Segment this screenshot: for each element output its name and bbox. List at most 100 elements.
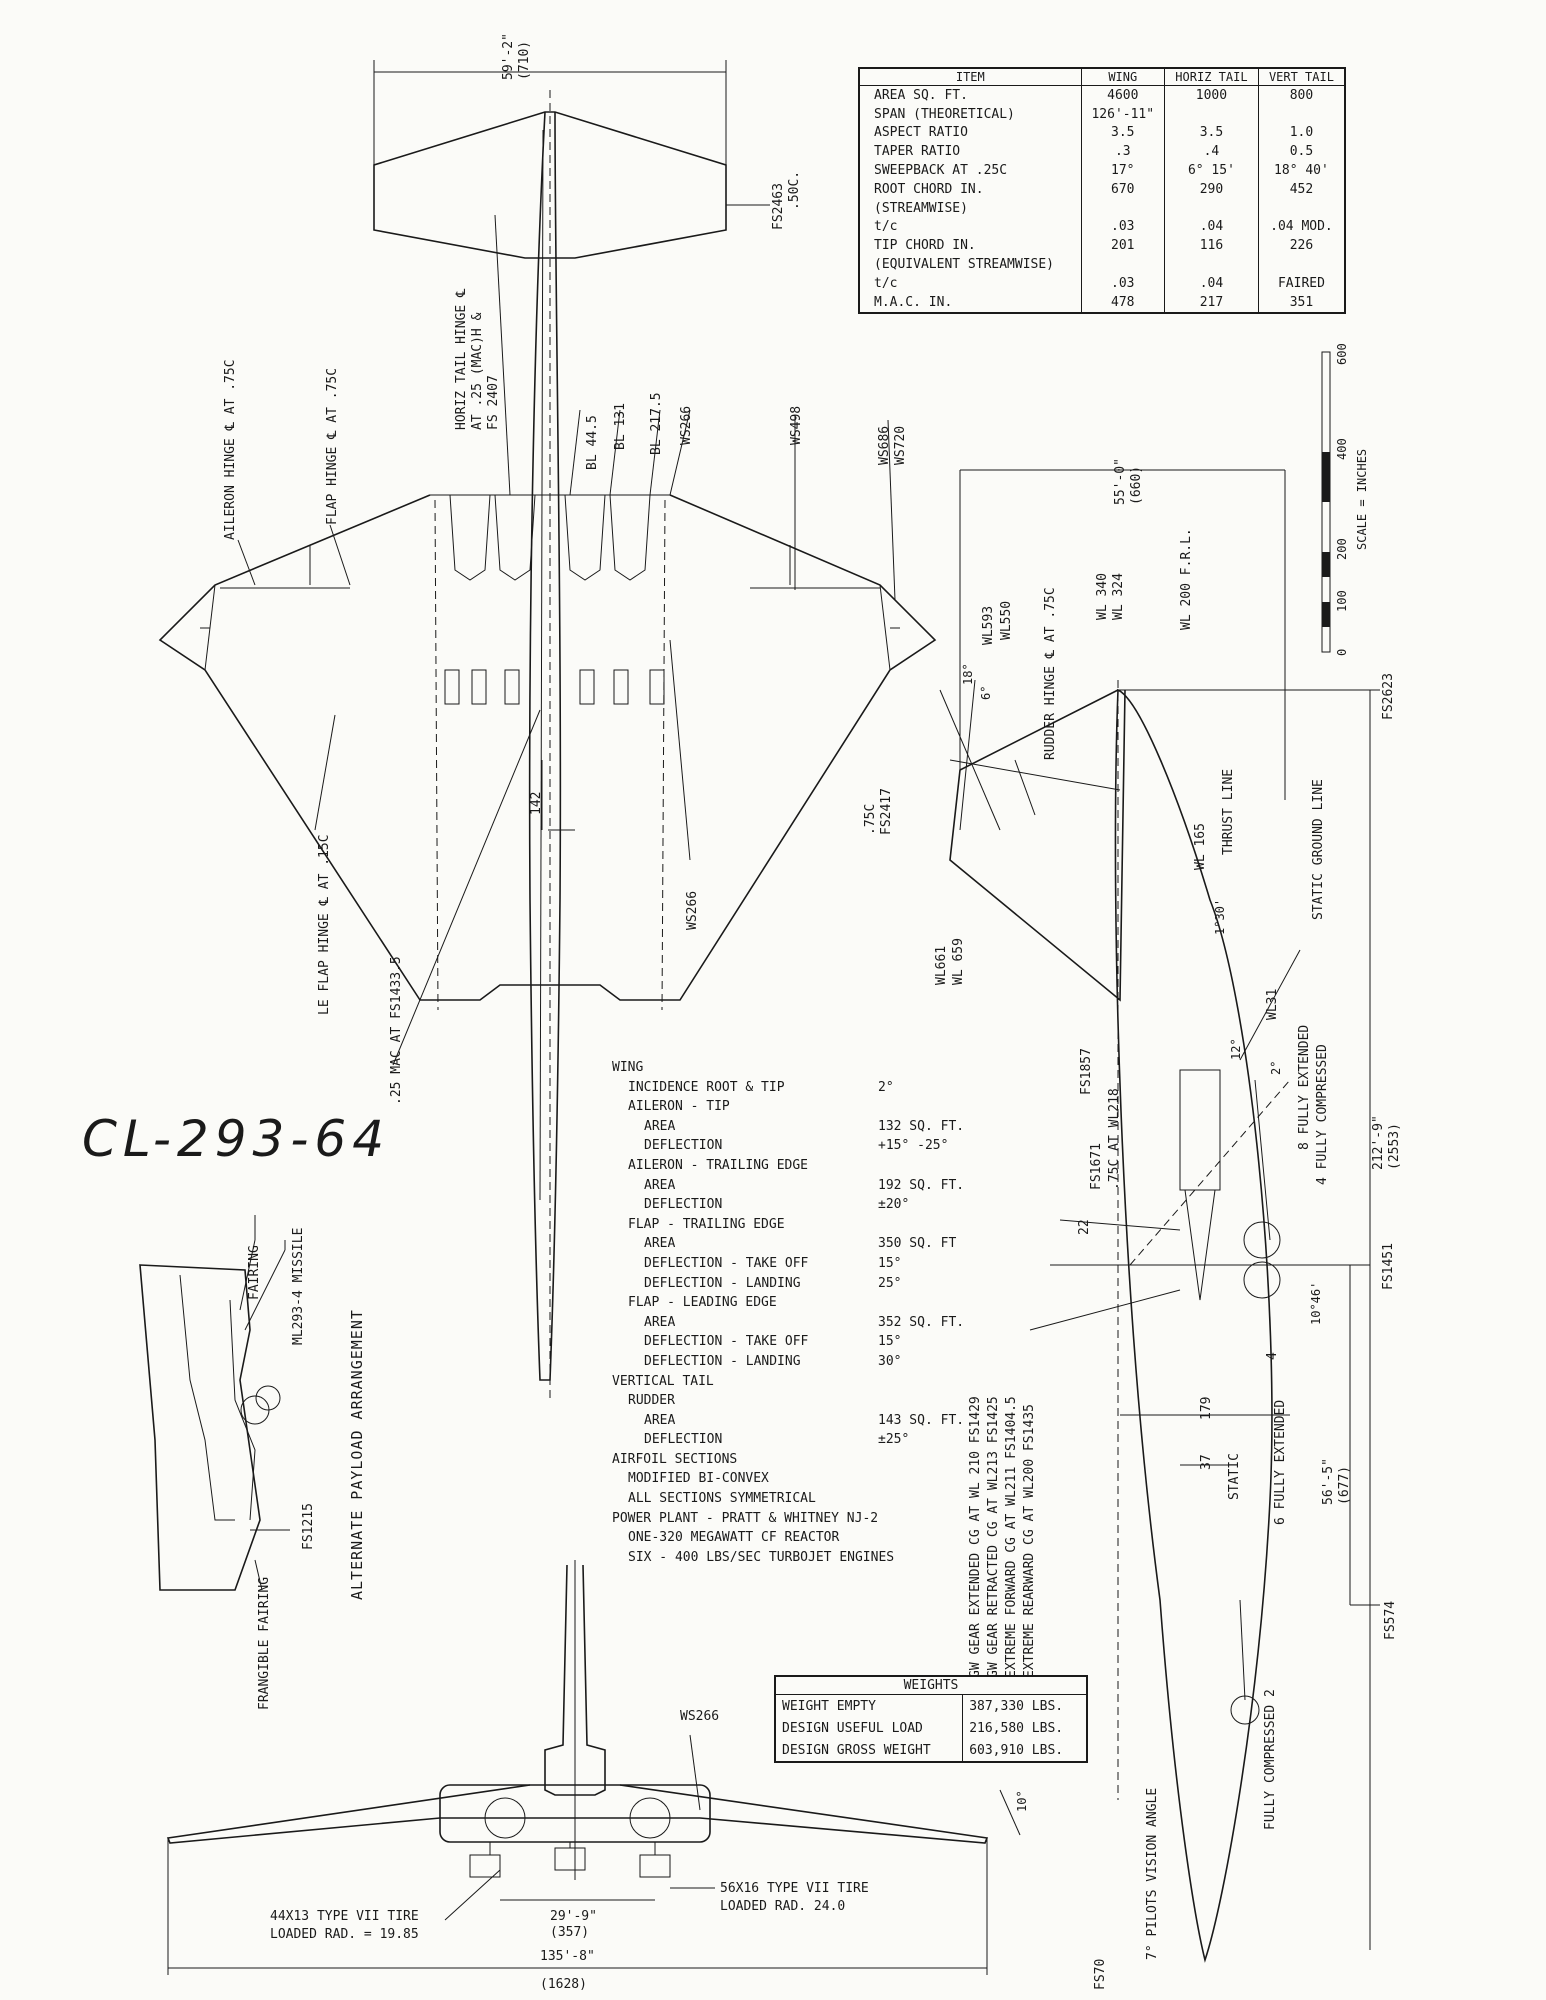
weight-value-cell: 603,910 LBS.	[962, 1739, 1087, 1762]
vert-tail-cell	[1257, 198, 1345, 218]
fs574-label: FS574	[1383, 1601, 1398, 1640]
vt-span-label: 55'-0"	[1113, 458, 1128, 505]
wing-data-label: VERTICAL TAIL	[612, 1373, 714, 1389]
horiz-hinge-label-2: AT .25 (MAC)H &	[470, 312, 485, 430]
wing-data-value: ±25°	[878, 1432, 910, 1448]
wing-cell	[1080, 198, 1165, 218]
deg2-label: 2°	[1269, 1061, 1283, 1075]
fs2417-label: FS2417	[879, 788, 894, 835]
tire-right-label-2: LOADED RAD. 24.0	[720, 1899, 845, 1914]
list-item: DEFLECTION ±25°	[612, 1430, 909, 1450]
vert-tail-cell: 18° 40'	[1257, 161, 1345, 180]
wing-cell: 201	[1080, 236, 1165, 256]
wing-cell: .3	[1080, 142, 1165, 162]
item-cell: M.A.C. IN.	[874, 294, 953, 310]
wing-cell: 670	[1080, 179, 1165, 199]
weight-value-cell: 387,330 LBS.	[962, 1694, 1087, 1717]
item-cell: (EQUIVALENT STREAMWISE)	[874, 257, 1055, 273]
wing-data-label: DEFLECTION	[644, 1432, 723, 1448]
vert-tail-cell: .04 MOD.	[1257, 217, 1345, 237]
alternate-payload-title: ALTERNATE PAYLOAD ARRANGEMENT	[348, 1309, 366, 1600]
horiz-tail-cell: .04	[1163, 273, 1259, 293]
frangible-fairing-label: FRANGIBLE FAIRING	[257, 1577, 272, 1710]
fs2463-note: .50C.	[787, 171, 802, 210]
header-item: ITEM	[859, 68, 1082, 86]
vert-tail-cell: 452	[1257, 179, 1345, 199]
list-item: VERTICAL TAIL	[612, 1372, 894, 1392]
wing-data-value: 25°	[878, 1275, 902, 1291]
ws266-front-label: WS266	[680, 1709, 719, 1724]
dim-37-label: 37	[1199, 1454, 1214, 1470]
wing-data-label: DEFLECTION - LANDING	[644, 1353, 801, 1369]
front-view: WS266 10° 44X13 TYPE VII TIRE LOADED RAD…	[166, 1560, 1029, 1992]
wl31-label: WL31	[1265, 989, 1280, 1020]
item-cell: (STREAMWISE)	[874, 200, 968, 216]
wing-data-label: AREA	[644, 1412, 676, 1428]
deg10-label: 10°	[1015, 1790, 1029, 1812]
wing-data-value: ±20°	[878, 1197, 910, 1213]
track-label: 29'-9"	[550, 1909, 597, 1924]
fs1671-label: FS1671	[1089, 1143, 1104, 1190]
c75-label: .75C	[863, 804, 878, 835]
wing-data-label: AIRFOIL SECTIONS	[612, 1451, 738, 1467]
item-cell: TAPER RATIO	[874, 144, 961, 160]
list-item: MODIFIED BI-CONVEX	[612, 1469, 894, 1489]
fairing-label: FAIRING	[247, 1245, 262, 1300]
wl324-label: WL 324	[1111, 573, 1126, 620]
mac-label: .25 MAC AT FS1433.5	[389, 956, 404, 1105]
wing-data-value: 15°	[878, 1334, 902, 1350]
wing-data-label: AREA	[644, 1236, 676, 1252]
list-item: DEFLECTION+15° -25°	[612, 1136, 948, 1156]
span-label: 135'-8"	[540, 1949, 595, 1964]
wing-data-label: DEFLECTION - TAKE OFF	[644, 1334, 809, 1350]
c75wl218-label: .75C AT WL218	[1107, 1088, 1122, 1190]
item-cell: AREA SQ. FT.	[874, 87, 968, 103]
item-cell: ROOT CHORD IN.	[874, 181, 984, 197]
item-cell: t/c	[874, 275, 898, 291]
wl165-label: WL 165	[1193, 823, 1208, 870]
list-item: FLAP - TRAILING EDGE	[612, 1215, 894, 1235]
table-row: t/c.03.04.04 MOD.	[859, 217, 1345, 237]
ws266-label-top: WS266	[679, 406, 694, 445]
wing-cell: 4600	[1080, 85, 1165, 105]
vert-tail-cell: 0.5	[1257, 142, 1345, 162]
fs1215-label: FS1215	[301, 1503, 316, 1550]
list-item: AIRFOIL SECTIONS	[612, 1450, 894, 1470]
tail-span-label: 59'-2"	[501, 33, 516, 80]
dim-2129-label: 212'-9"	[1371, 1115, 1386, 1170]
list-item: ONE-320 MEGAWATT CF REACTOR	[612, 1528, 894, 1548]
wing-cell: .03	[1080, 217, 1165, 237]
fully-compressed-4-label: 4 FULLY COMPRESSED	[1315, 1044, 1330, 1185]
pilot-vision-label: 7° PILOTS VISION ANGLE	[1145, 1788, 1160, 1960]
drawing-number: CL-293-64	[82, 1110, 391, 1168]
tail-span-inches: (710)	[517, 41, 532, 80]
static-ground-line-label: STATIC GROUND LINE	[1311, 779, 1326, 920]
dim-565-label: 56'-5"	[1321, 1458, 1336, 1505]
table-row: SPAN (THEORETICAL)126'-11"	[859, 104, 1345, 124]
scale-tick-400: 400	[1335, 438, 1349, 460]
flap-hinge-label: FLAP HINGE ℄ AT .75C	[325, 368, 340, 525]
deg130-label: 1°30'	[1213, 899, 1227, 935]
wing-cell	[1080, 255, 1165, 274]
fs1857-label: FS1857	[1079, 1048, 1094, 1095]
vert-tail-cell: FAIRED	[1257, 273, 1345, 293]
wing-data-label: AILERON - TRAILING EDGE	[628, 1157, 809, 1173]
dim-179-label: 179	[1199, 1397, 1214, 1420]
tire-left-label-1: 44X13 TYPE VII TIRE	[270, 1909, 419, 1924]
